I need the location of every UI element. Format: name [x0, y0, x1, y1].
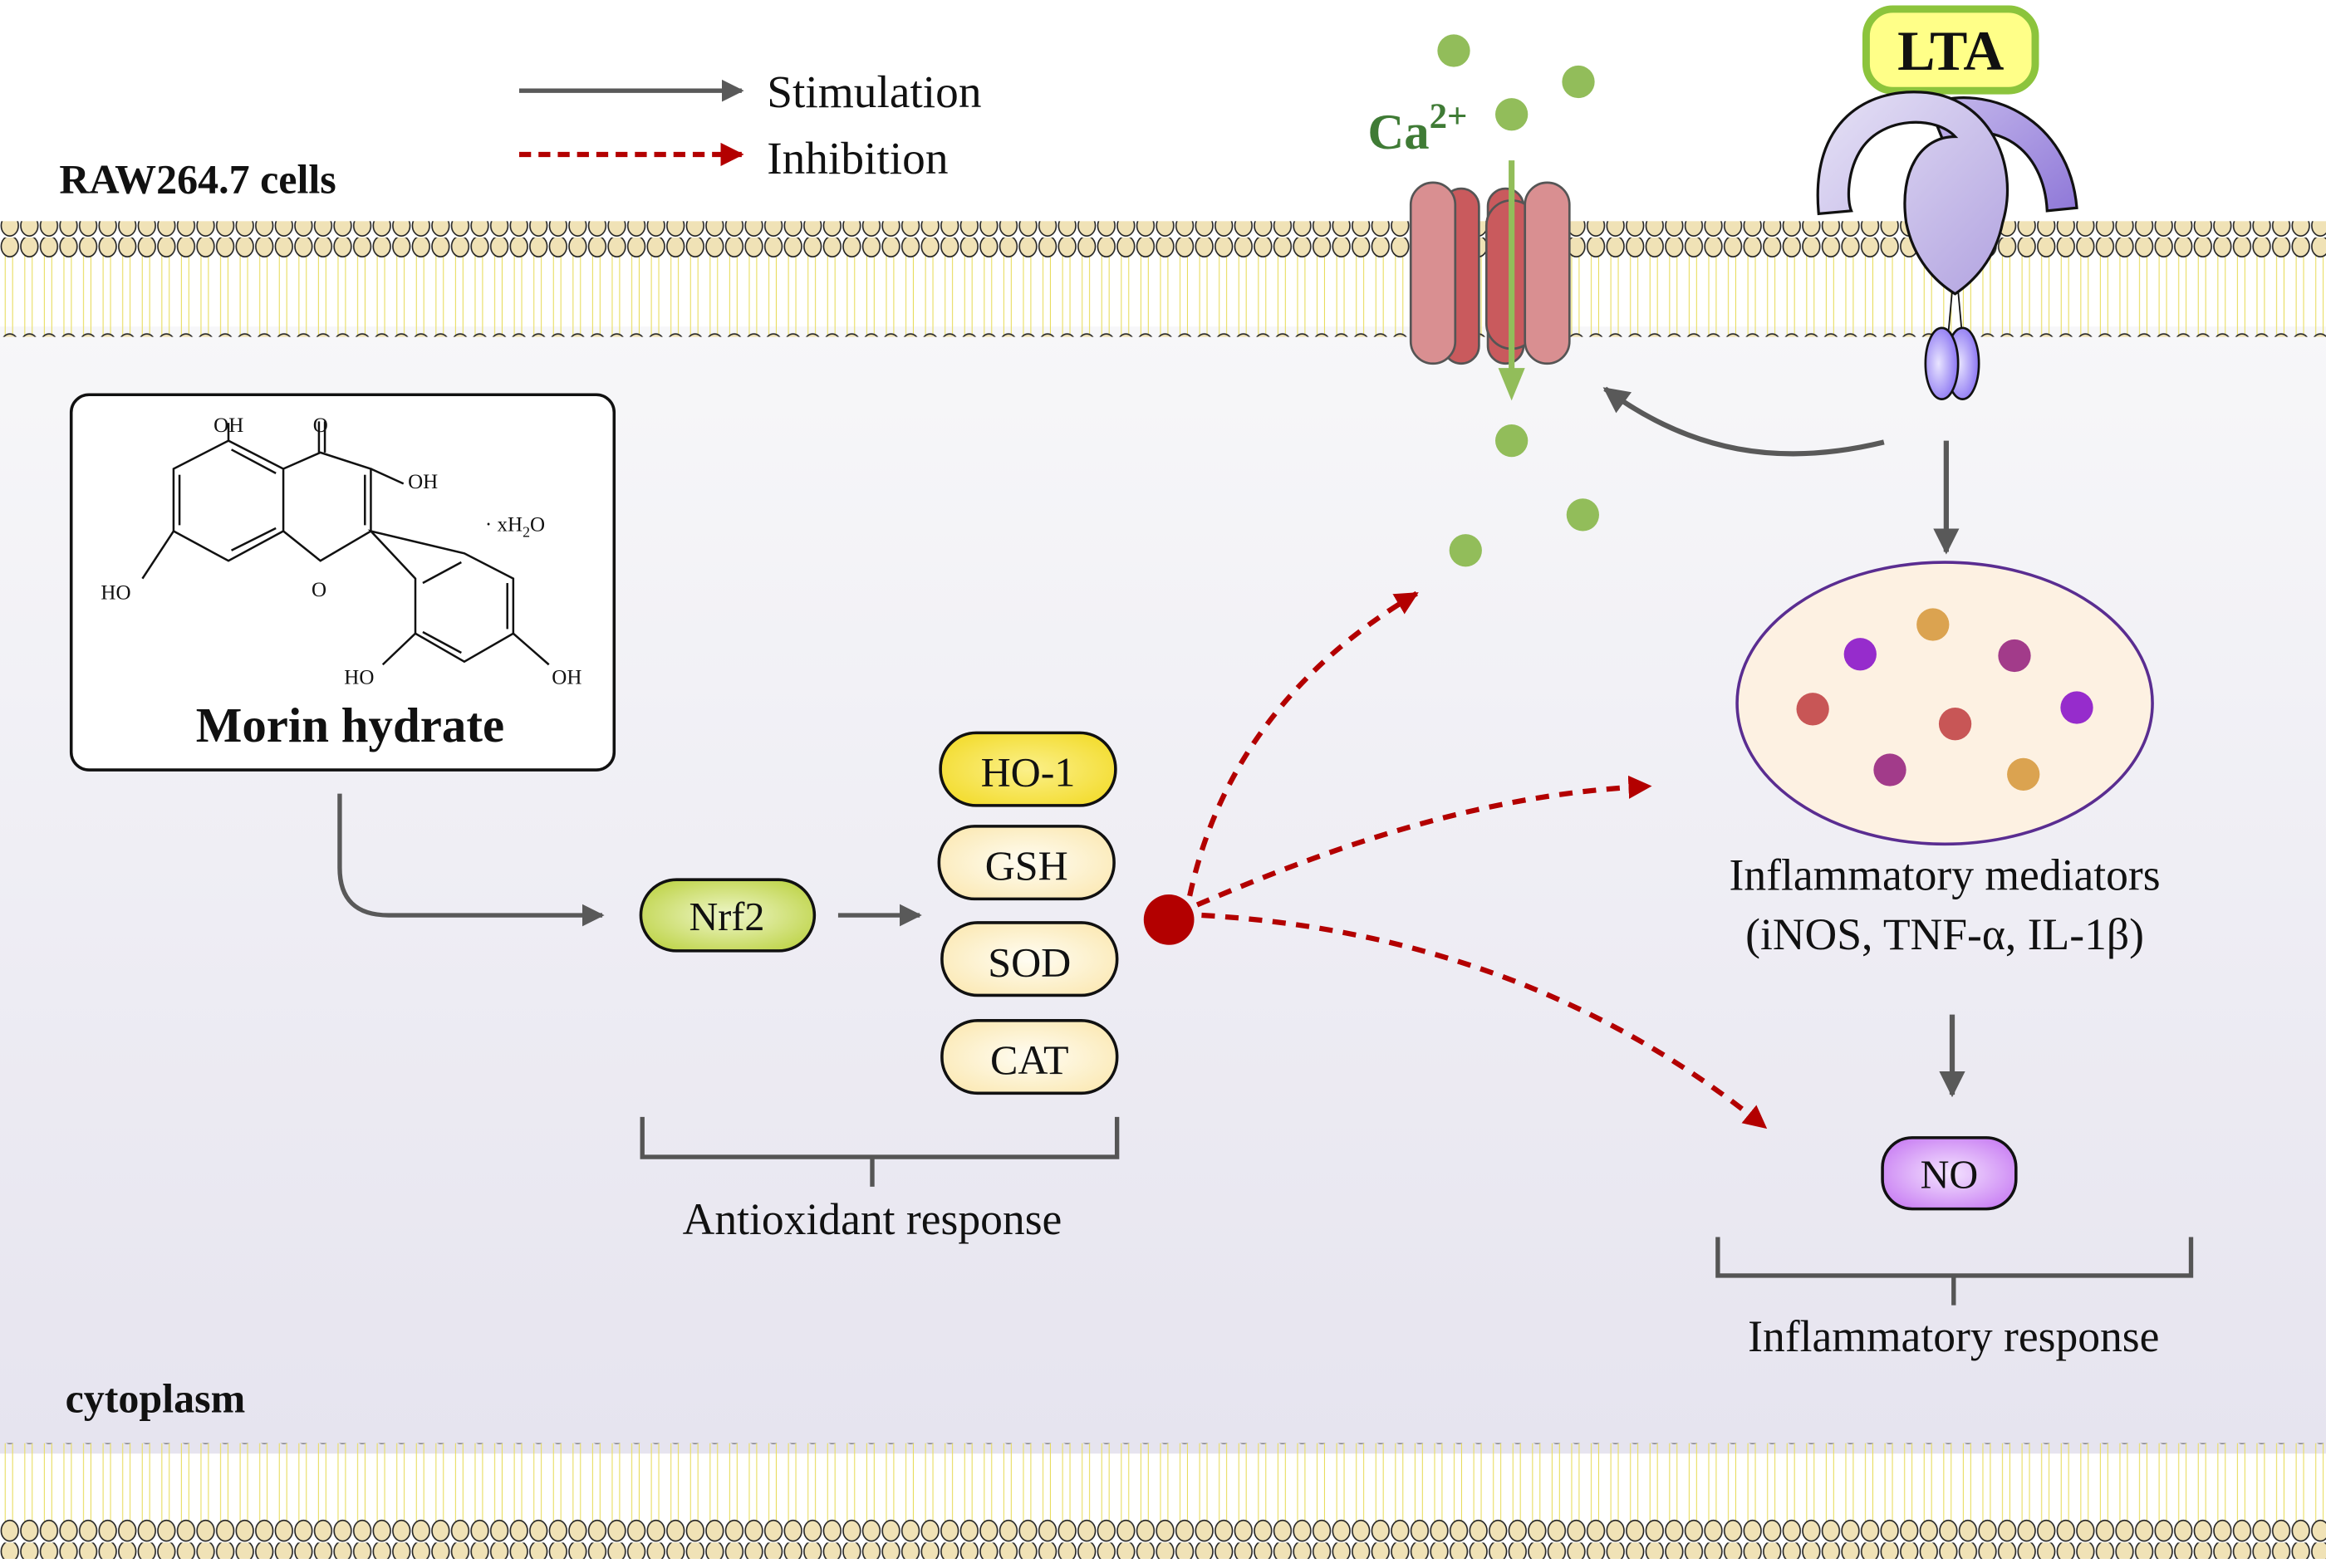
mediator-particle [1998, 639, 2031, 673]
compound-name: Morin hydrate [196, 698, 504, 752]
calcium-ions [1437, 34, 1599, 567]
group-ho-bottom: HO [344, 666, 374, 688]
calcium-ion [1449, 534, 1482, 567]
group-o-ring: O [312, 579, 326, 601]
cell-type-label: RAW264.7 cells [59, 155, 336, 202]
inhibition-arrow-to-calcium [1187, 590, 1419, 897]
inhibition-hub [1143, 894, 1195, 945]
cytoplasm-label: cytoplasm [66, 1374, 246, 1421]
mediators-label: Inflammatory mediators [1730, 850, 2161, 900]
legend-inhibition-label: Inhibition [767, 133, 948, 184]
calcium-channel [1409, 160, 1571, 401]
group-o-carbonyl: O [313, 414, 328, 437]
calcium-ion [1566, 498, 1599, 532]
group-oh-bottom-right: OH [552, 666, 582, 688]
lta-label: LTA [1897, 20, 2004, 82]
morin-hydrate-box: OH O OH HO O HO OH · xH2O Morin hydrate [69, 393, 616, 772]
enzyme-ho1-label: HO-1 [981, 749, 1076, 796]
inhibition-arrow-to-no [1201, 912, 1768, 1129]
antioxidant-enzymes: HO-1 GSH SOD CAT [937, 731, 1119, 1095]
nrf2-label: Nrf2 [689, 895, 764, 939]
antioxidant-bracket [640, 1116, 1120, 1187]
no-label: NO [1921, 1154, 1979, 1198]
lta-ligand: LTA [1862, 5, 2039, 95]
mediator-particle [2060, 691, 2093, 724]
mediators-list: (iNOS, TNF-α, IL-1β) [1745, 909, 2144, 959]
calcium-label: Ca2+ [1367, 97, 1467, 160]
stimulation-arrow-to-channel [1602, 386, 1885, 457]
legend: Stimulation Inhibition [519, 66, 982, 184]
mediator-particle [2007, 757, 2040, 791]
enzyme-gsh-label: GSH [985, 842, 1068, 889]
mediators-vesicle [1735, 561, 2154, 846]
mediator-particle [1916, 608, 1950, 641]
enzyme-sod [940, 921, 1119, 997]
morin-structure [141, 421, 550, 666]
mediator-particle [1938, 708, 1972, 741]
no-node: NO [1881, 1136, 2018, 1211]
enzyme-cat-label: CAT [990, 1036, 1068, 1083]
calcium-ion [1495, 424, 1529, 458]
enzyme-gsh [937, 825, 1116, 901]
hydrate-formula: · xH2O [485, 514, 545, 541]
mediator-particle [1843, 638, 1877, 671]
antioxidant-response-label: Antioxidant response [683, 1194, 1062, 1244]
group-oh-top: OH [213, 414, 243, 437]
enzyme-sod-label: SOD [988, 938, 1071, 985]
nrf2-node: Nrf2 [639, 878, 817, 953]
calcium-ion [1562, 65, 1595, 99]
enzyme-ho1 [939, 731, 1117, 807]
inflammatory-bracket [1715, 1237, 2194, 1306]
mediator-particle [1796, 693, 1829, 726]
group-oh-right: OH [408, 471, 438, 493]
inflammatory-response-label: Inflammatory response [1748, 1311, 2159, 1361]
mediator-particle [1873, 753, 1906, 786]
stimulation-arrow-to-nrf2 [337, 793, 605, 927]
plasma-membrane-bottom [0, 1443, 2326, 1560]
enzyme-cat [940, 1019, 1119, 1095]
legend-stimulation-label: Stimulation [767, 66, 981, 117]
calcium-ion [1495, 98, 1529, 131]
group-ho-left: HO [101, 582, 130, 605]
tlr-receptor [1816, 91, 2078, 400]
calcium-ion [1437, 34, 1470, 67]
